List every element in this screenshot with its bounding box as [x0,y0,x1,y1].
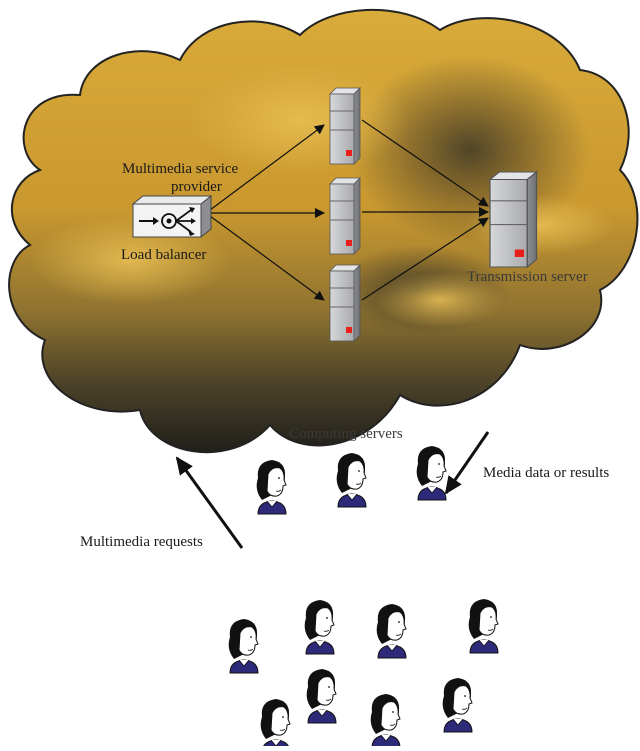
load-balancer-label: Load balancer [121,247,207,263]
multimedia-requests-arrow [175,456,244,549]
user-icon [468,598,499,654]
media-data-label: Media data or results [483,465,610,481]
transmission-server-label: Transmission server [467,269,588,285]
arrow-server-1-to-transmission [361,119,489,207]
multimedia-requests-label: Multimedia requests [80,534,203,550]
user-icon [228,618,259,674]
server-icon [329,177,361,255]
user-icon [370,693,401,749]
provider-label-line2: provider [171,179,222,195]
provider-label-line1: Multimedia service [122,161,239,177]
transmission-server-icon [489,171,538,268]
load-balancer-icon [131,194,213,239]
user-icon [376,603,407,659]
arrow-server-3-to-transmission [361,217,489,301]
cloud-icon [8,8,639,454]
user-icon [416,445,447,501]
user-icon [306,668,337,724]
server-icon [329,264,361,342]
connections [209,119,489,301]
user-icon [304,599,335,655]
user-icon [260,698,291,751]
media-data-arrow [444,431,490,495]
users-group [228,445,499,751]
computing-servers-label: Computing servers [289,426,403,442]
user-icon [256,459,287,515]
arrow-lb-to-server-1 [209,124,325,211]
user-icon [442,677,473,733]
server-icon [329,87,361,165]
user-icon [336,452,367,508]
arrow-lb-to-server-3 [209,215,325,301]
